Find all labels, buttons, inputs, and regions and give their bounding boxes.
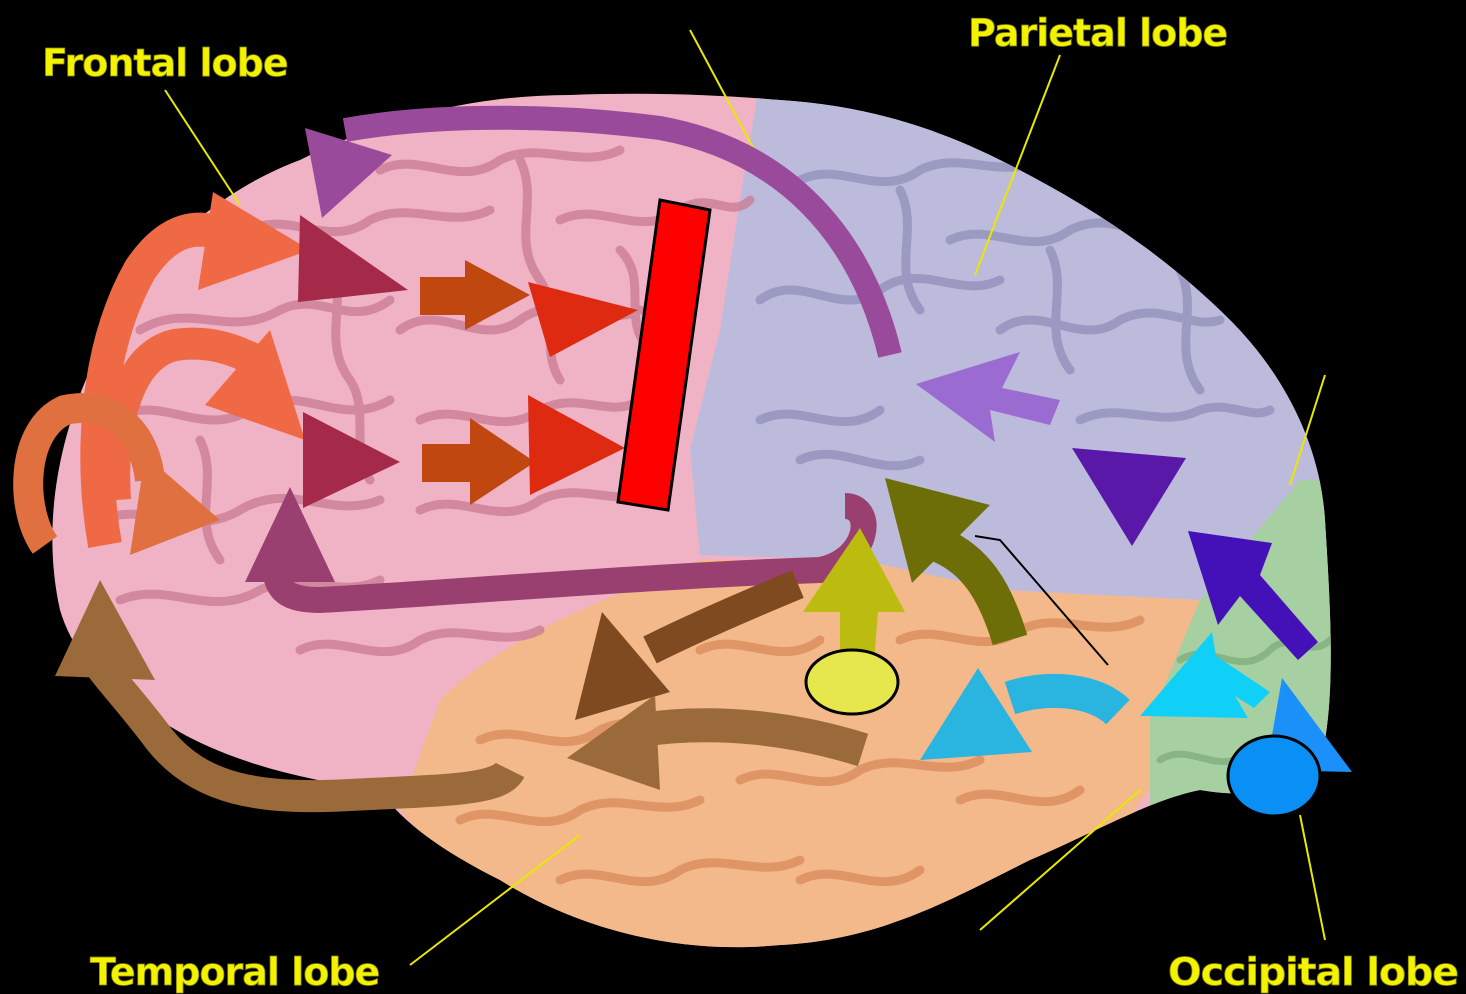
frontal-lobe-label: Frontal lobe — [42, 41, 288, 85]
yellow-ellipse-marker — [806, 650, 898, 714]
occipital-lobe-label: Occipital lobe — [1168, 950, 1458, 994]
blue-ellipse-marker — [1228, 736, 1320, 816]
parietal-lobe-label: Parietal lobe — [968, 11, 1227, 55]
temporal-lobe-label: Temporal lobe — [90, 950, 379, 994]
